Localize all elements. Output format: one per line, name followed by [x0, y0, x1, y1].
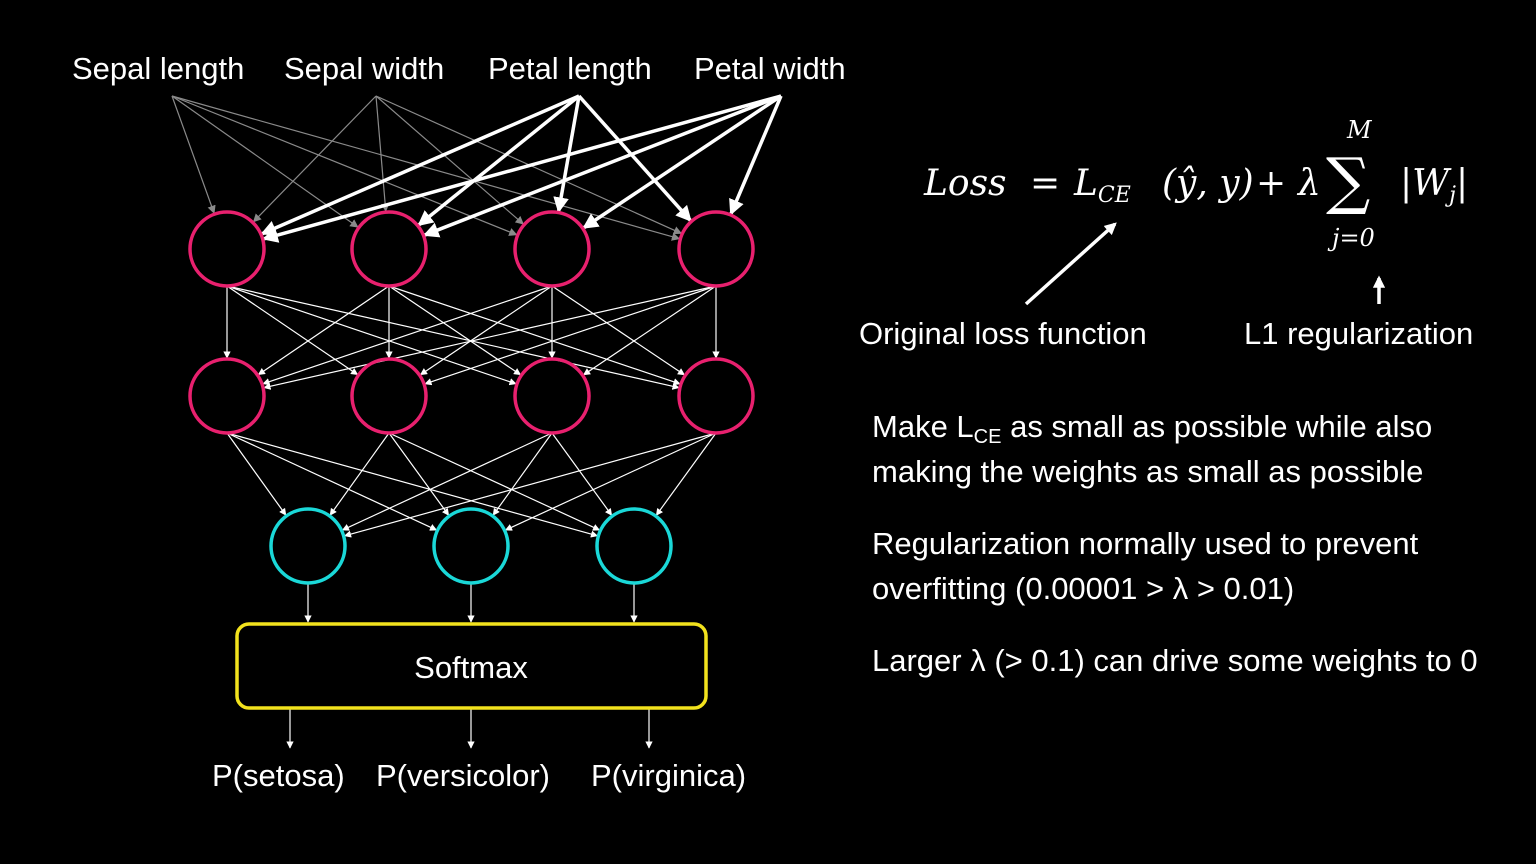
formula-sum-upper: M	[1347, 116, 1372, 144]
output-label-versicolor: P(versicolor)	[376, 758, 550, 793]
hidden-edge	[388, 285, 681, 386]
input-edge	[729, 95, 783, 216]
hidden-edge	[226, 285, 680, 390]
bullet-regularization-usage: Regularization normally used to prevent …	[872, 526, 1419, 606]
formula-lambda: λ	[1298, 163, 1321, 204]
output-label-virginica: P(virginica)	[591, 758, 747, 793]
input-edge	[260, 94, 580, 236]
bullet-make-small: Make LCE as small as possible while also…	[872, 409, 1433, 489]
hidden-edge	[226, 285, 517, 386]
formula-sum-symbol: ∑	[1326, 144, 1371, 217]
output-node	[269, 507, 347, 585]
input-edge	[422, 94, 782, 238]
hidden-edge	[551, 285, 686, 376]
output-edge	[504, 432, 717, 531]
input-edge	[171, 95, 216, 215]
output-edge	[551, 432, 613, 516]
formula-sum-lower: j=0	[1332, 224, 1375, 252]
input-label-sepal-length: Sepal length	[72, 51, 245, 86]
original-loss-arrow	[1024, 222, 1117, 306]
hidden-node-layer2	[513, 357, 591, 435]
output-edge	[492, 432, 553, 516]
hidden-edge	[388, 285, 522, 376]
hidden-edge	[419, 285, 553, 376]
output-edge	[341, 432, 553, 531]
input-edge	[171, 95, 518, 236]
formula-abs-term: |Wj|	[1400, 163, 1469, 208]
input-label-sepal-width: Sepal width	[284, 51, 445, 86]
original-loss-label: Original loss function	[859, 316, 1147, 351]
formula-plus: +	[1256, 163, 1287, 204]
hidden-node-layer1	[350, 210, 428, 288]
formula-lce: LCE	[1074, 163, 1131, 208]
output-edge	[388, 432, 450, 516]
input-label-petal-width: Petal width	[694, 51, 846, 86]
output-edge	[226, 432, 438, 531]
bullet-larger-lambda: Larger λ (> 0.1) can drive some weights …	[872, 643, 1478, 678]
hidden-node-layer2	[677, 357, 755, 435]
input-edge	[262, 94, 782, 243]
hidden-node-layer1	[188, 210, 266, 288]
hidden-node-layer1	[677, 210, 755, 288]
hidden-node-layer1	[513, 210, 591, 288]
output-edge	[226, 432, 287, 516]
output-label-setosa: P(setosa)	[212, 758, 345, 793]
softmax-box	[235, 622, 708, 710]
formula-equals: =	[1030, 163, 1061, 204]
l1-regularization-label: L1 regularization	[1244, 316, 1474, 351]
input-edge	[252, 95, 377, 223]
output-edge	[388, 432, 601, 531]
hidden-edge	[226, 285, 359, 376]
output-node	[595, 507, 673, 585]
input-edge	[375, 95, 390, 212]
formula-abs-subscript: j	[1449, 183, 1456, 208]
input-edge	[171, 95, 359, 228]
hidden-edge	[263, 285, 717, 390]
hidden-node-layer2	[350, 357, 428, 435]
output-edge	[226, 432, 599, 538]
formula-ce-subscript: CE	[1097, 183, 1131, 208]
hidden-edge	[424, 285, 717, 386]
hidden-node-layer2	[188, 357, 266, 435]
input-edge	[582, 94, 782, 230]
hidden-edge	[257, 285, 390, 376]
input-edge	[577, 94, 692, 222]
input-edge	[417, 94, 581, 227]
network-diagram: Softmax	[171, 94, 783, 749]
output-node	[432, 507, 510, 585]
hidden-edge	[582, 285, 717, 376]
formula-args: (ŷ, y)	[1162, 163, 1254, 204]
hidden-edge	[262, 285, 553, 386]
bullet-ce-subscript: CE	[973, 426, 1002, 448]
output-edge	[329, 432, 390, 516]
formula-lhs: Loss	[924, 163, 1007, 204]
softmax-label: Softmax	[414, 650, 528, 685]
input-label-petal-length: Petal length	[488, 51, 652, 86]
output-edge	[655, 432, 717, 516]
input-edge	[375, 95, 524, 225]
output-edge	[343, 432, 717, 538]
